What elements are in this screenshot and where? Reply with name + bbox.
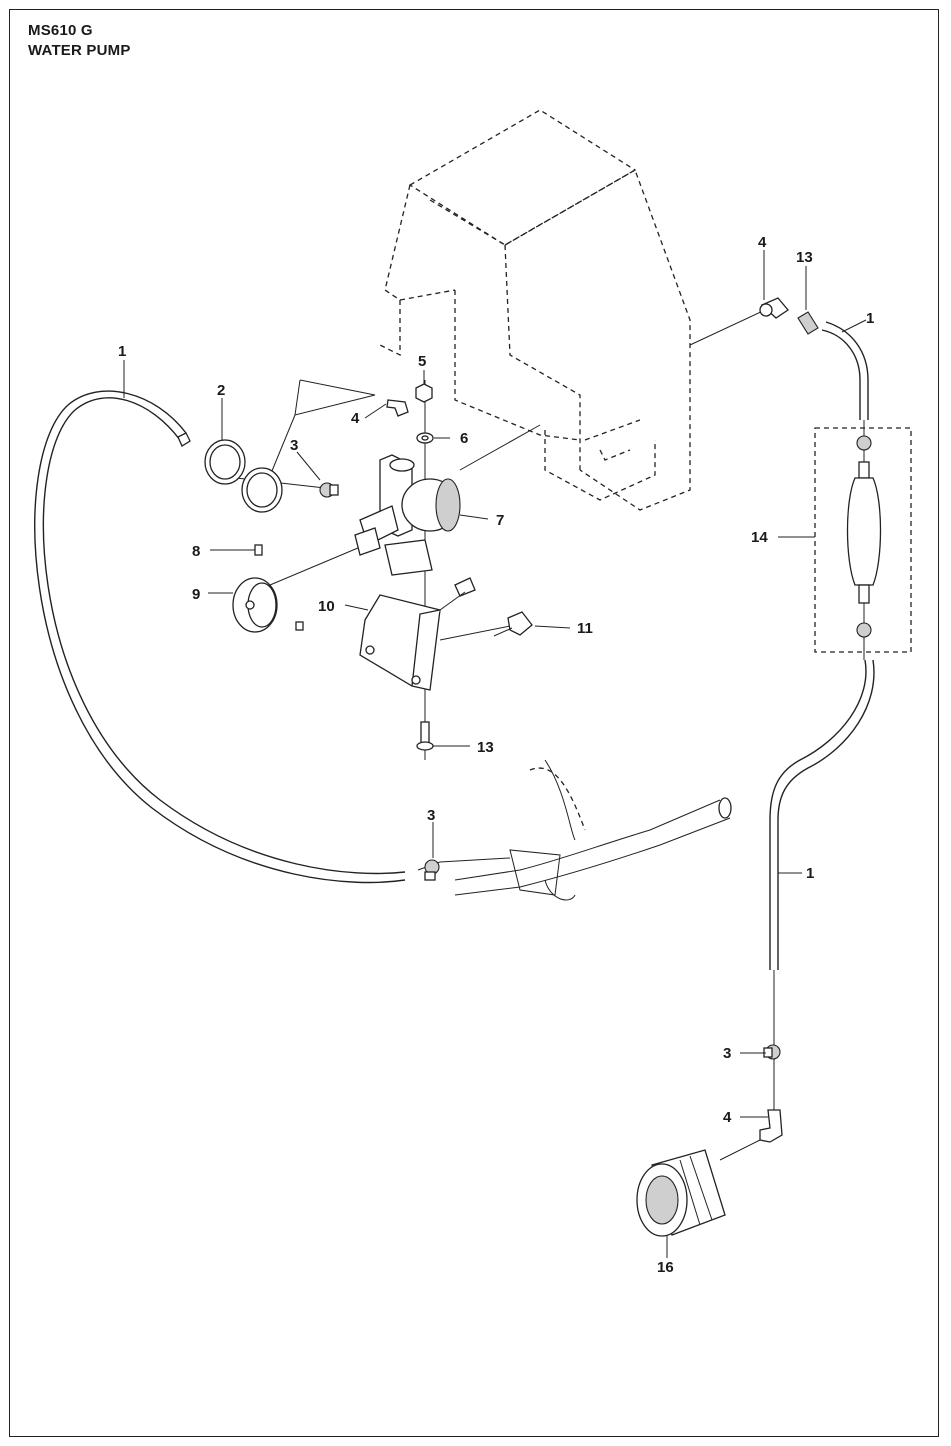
hose-nipple	[797, 311, 819, 335]
right-hose-lower	[769, 659, 875, 970]
elbow-fitting-bottom-right	[759, 1109, 783, 1143]
callout-8-screw: 8	[192, 543, 200, 560]
elbow-fitting-pump	[386, 399, 409, 417]
primer-bulb-assembly-box	[814, 427, 912, 653]
leader-lines	[209, 309, 865, 1161]
callout-9-pulley: 9	[192, 586, 200, 603]
callout-leaders	[123, 250, 867, 1258]
wing-screw-b	[493, 611, 533, 637]
callout-13-bolt: 13	[477, 739, 494, 756]
callout-11-wing-screw: 11	[577, 620, 593, 637]
model-title: MS610 G	[28, 22, 93, 39]
callout-4-elbow-top-right: 4	[758, 234, 767, 251]
drawing-frame	[9, 9, 939, 1437]
callout-4-elbow-pump: 4	[351, 410, 360, 427]
callout-5-nut: 5	[418, 353, 426, 370]
callout-1-hose-top-right: 1	[866, 310, 874, 327]
hose-clamp-right	[763, 1044, 781, 1060]
pulley	[232, 577, 304, 633]
hose-clamp-lower	[424, 859, 440, 881]
set-screw	[254, 544, 263, 556]
callout-7-pump: 7	[496, 512, 504, 529]
water-filter	[636, 1149, 726, 1237]
callout-3-clamp-upper: 3	[290, 437, 298, 454]
hose-clamp-upper	[319, 482, 339, 498]
bolt	[416, 721, 434, 751]
mounting-bracket	[359, 594, 441, 691]
callout-13-nipple: 13	[796, 249, 813, 266]
wing-screw-a	[439, 577, 476, 611]
callout-1-hose-lower-right: 1	[806, 865, 814, 882]
nut	[415, 383, 433, 403]
left-hose	[34, 390, 406, 884]
outlet-tubes	[454, 759, 732, 901]
callout-16-filter: 16	[657, 1259, 674, 1276]
machine-housing-outline	[379, 109, 691, 511]
section-title: WATER PUMP	[28, 42, 131, 59]
callout-3-clamp-lower: 3	[427, 807, 435, 824]
callout-3-clamp-right: 3	[723, 1045, 731, 1062]
right-hose-top	[821, 321, 869, 420]
callout-1-hose-left: 1	[118, 343, 126, 360]
water-pump	[354, 454, 461, 576]
elbow-fitting-top-right	[759, 297, 789, 319]
callout-2-o-ring: 2	[217, 382, 225, 399]
primer-bulb	[846, 435, 882, 638]
callout-6-washer: 6	[460, 430, 468, 447]
callout-10-bracket: 10	[318, 598, 335, 615]
callout-4-elbow-bottom-right: 4	[723, 1109, 732, 1126]
callout-14-primer-bulb: 14	[751, 529, 768, 546]
